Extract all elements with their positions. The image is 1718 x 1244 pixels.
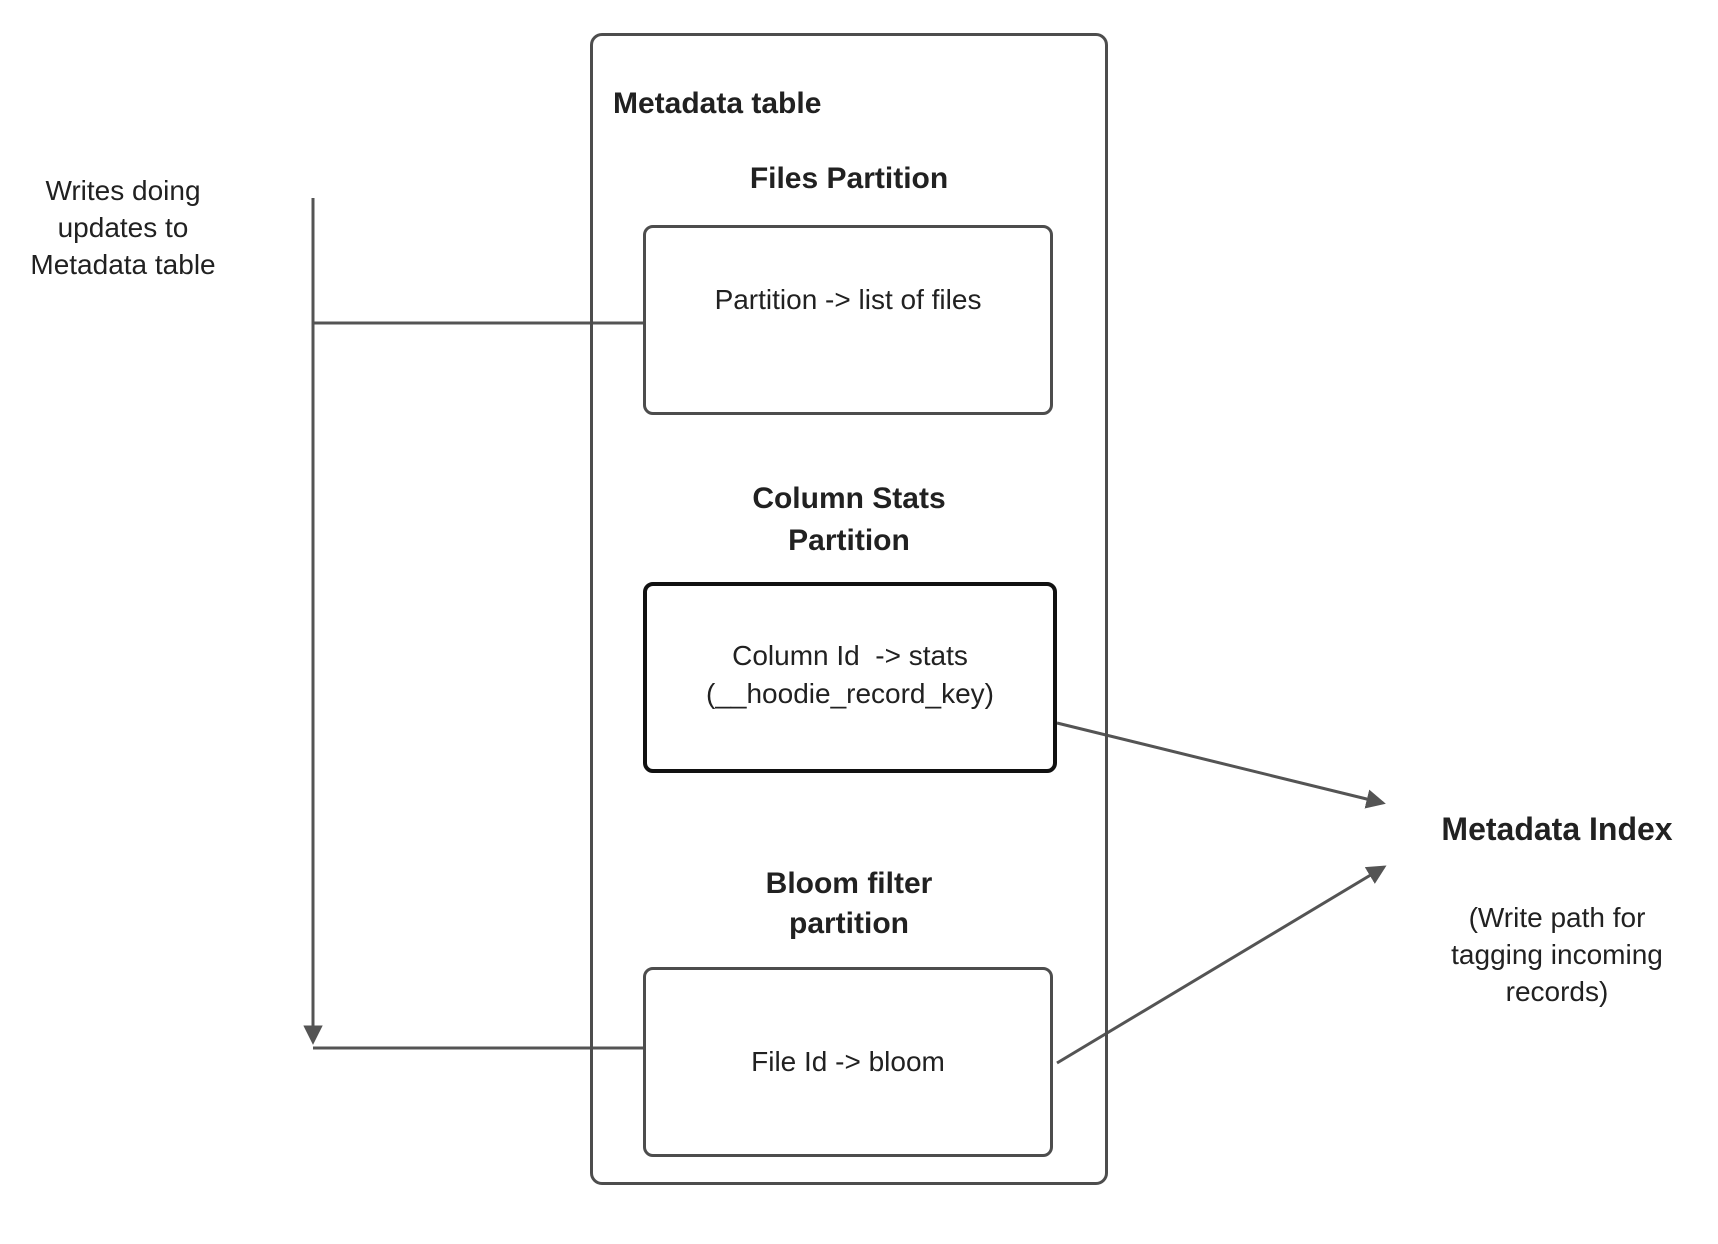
metadata-index-subtitle: (Write path for tagging incoming records… (1377, 899, 1718, 1010)
column-stats-heading-line: Partition (788, 524, 910, 557)
files-partition-mapping: Partition -> list of files (714, 284, 982, 315)
writes-note-line: Metadata table (30, 249, 216, 280)
files-partition-heading: Files Partition (749, 162, 949, 195)
bloom-filter-heading: Bloom filter partition (643, 864, 1055, 944)
writes-note: Writes doing updates to Metadata table (0, 172, 246, 283)
files-partition-box: Partition -> list of files (643, 225, 1053, 415)
writes-note-line: updates to (57, 212, 189, 243)
bloom-filter-mapping: File Id -> bloom (751, 1046, 945, 1077)
bloom-filter-box: File Id -> bloom (643, 967, 1053, 1157)
column-stats-heading-line: Column Stats (752, 482, 946, 515)
column-stats-mapping-key: (__hoodie_record_key) (706, 677, 994, 709)
column-stats-heading: Column Stats Partition (643, 478, 1055, 562)
metadata-index-subtitle-line: records) (1505, 976, 1609, 1007)
writes-note-line: Writes doing (45, 175, 201, 206)
bloom-filter-heading-line: Bloom filter (765, 867, 933, 900)
metadata-index-subtitle-line: (Write path for (1468, 902, 1646, 933)
column-stats-box: Column Id -> stats (__hoodie_record_key) (643, 582, 1057, 773)
metadata-table-container (590, 33, 1108, 1185)
metadata-index-title: Metadata Index (1441, 811, 1673, 847)
bloom-filter-heading-line: partition (789, 907, 909, 940)
column-stats-mapping: Column Id -> stats (732, 639, 968, 671)
metadata-table-title: Metadata table (613, 87, 822, 120)
metadata-index-subtitle-line: tagging incoming (1451, 939, 1663, 970)
